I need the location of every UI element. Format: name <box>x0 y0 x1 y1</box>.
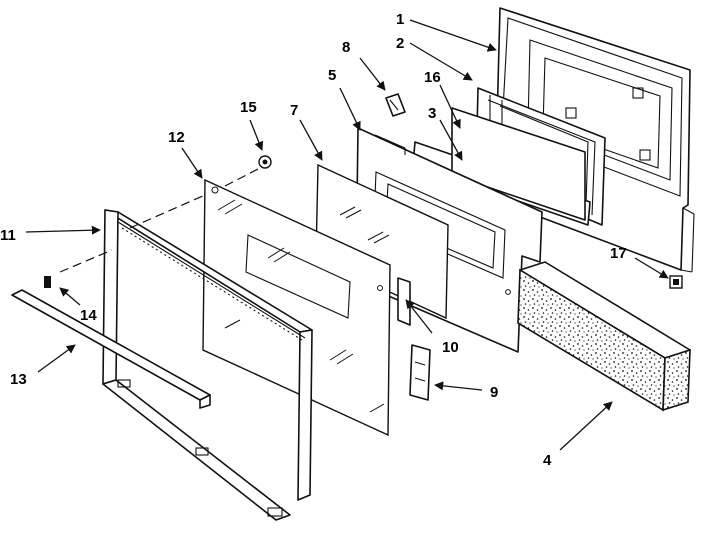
label-part-16: 16 <box>424 69 441 86</box>
label-part-3: 3 <box>428 105 436 122</box>
washer <box>258 155 272 169</box>
label-part-15: 15 <box>240 99 257 116</box>
label-part-12: 12 <box>168 129 185 146</box>
label-part-2: 2 <box>396 35 404 52</box>
part-labels: 1 2 3 4 5 7 8 9 10 11 12 13 14 15 16 17 <box>0 11 627 469</box>
label-part-14: 14 <box>80 307 97 324</box>
insulation-block <box>517 261 691 412</box>
label-part-9: 9 <box>490 384 498 401</box>
door-frame <box>102 209 313 521</box>
small-clip <box>44 276 51 288</box>
label-part-7: 7 <box>290 102 298 119</box>
inner-glass <box>315 163 449 320</box>
hinge-bracket <box>409 344 431 401</box>
door-clip <box>669 275 683 289</box>
label-part-11: 11 <box>0 227 16 244</box>
label-part-1: 1 <box>396 11 404 28</box>
label-part-17: 17 <box>610 245 627 262</box>
bracket <box>385 93 406 117</box>
trim-strip <box>11 289 211 409</box>
assembly-lines <box>59 167 261 273</box>
label-part-4: 4 <box>543 452 552 469</box>
leader-lines <box>25 19 669 451</box>
label-part-10: 10 <box>442 339 459 356</box>
outer-glass <box>202 178 391 437</box>
seal-strip <box>397 277 411 326</box>
label-part-13: 13 <box>10 371 27 388</box>
label-part-5: 5 <box>328 67 336 84</box>
label-part-8: 8 <box>342 39 350 56</box>
